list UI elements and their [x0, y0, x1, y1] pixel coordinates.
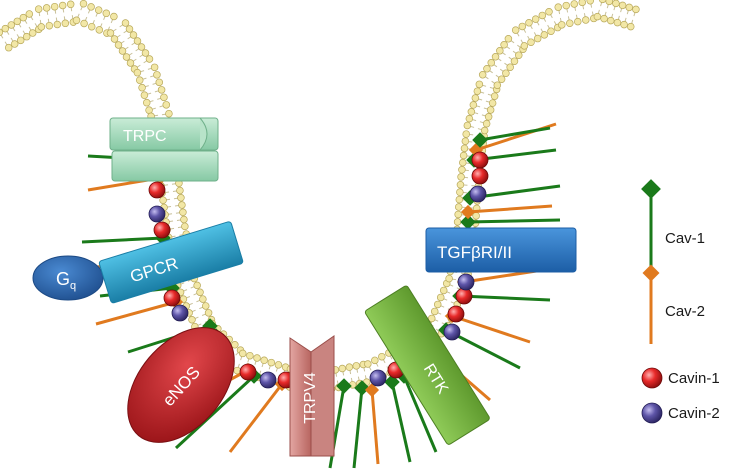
- cavin2-bead-8: [369, 369, 387, 387]
- cavin1-bead-5: [239, 363, 257, 381]
- cav1-oligomer-14: [384, 374, 412, 463]
- gq-protein: Gq: [32, 255, 104, 301]
- legend-cavin1: Cavin-1: [641, 367, 720, 389]
- cavin1-bead-3: [163, 289, 181, 307]
- cav1-oligomer-12: [352, 380, 370, 469]
- cavin-beads: [148, 151, 489, 389]
- trpv4-channel: TRPV4: [289, 335, 335, 457]
- legend-cavin2: Cavin-2: [641, 402, 720, 424]
- legend-cav2-label: Cav-2: [665, 303, 705, 320]
- tgfb-label: TGFβRI/II: [437, 243, 512, 262]
- cavin2-bead-11: [443, 323, 461, 341]
- cavin1-bead-2: [153, 221, 171, 239]
- tgfb-receptor: TGFβRI/II: [425, 227, 577, 273]
- enos-enzyme: eNOS: [127, 327, 235, 443]
- legend: Cav-1 Cav-2 Cavin-1 Cavin-2: [641, 179, 720, 424]
- trpc-channel: TRPC: [109, 117, 219, 182]
- cavin2-bead-1: [148, 205, 166, 223]
- rtk-receptor: RTK: [364, 285, 490, 445]
- legend-cav1-label: Cav-1: [665, 230, 705, 247]
- lipid-bilayer-membrane: [0, 0, 640, 393]
- cav1-oligomer-22: [460, 214, 561, 230]
- cavin1-bead-12: [447, 305, 465, 323]
- legend-cavin1-label: Cavin-1: [668, 370, 720, 387]
- cav1-oligomer-27: [472, 126, 551, 148]
- svg-text:Gq: Gq: [56, 269, 76, 292]
- legend-cav1: Cav-1: [641, 179, 705, 271]
- gpcr-receptor: GPCR: [98, 221, 244, 304]
- legend-cav2: Cav-2: [642, 264, 705, 344]
- cavin1-bead-17: [471, 151, 489, 169]
- cav2-oligomer-23: [460, 204, 553, 220]
- cavin2-bead-14: [457, 273, 475, 291]
- gq-subscript: q: [70, 280, 76, 292]
- trpv4-label: TRPV4: [302, 372, 319, 424]
- cavin1-bead-16: [471, 167, 489, 185]
- cav2-oligomer-13: [364, 382, 380, 465]
- gq-label: G: [56, 269, 70, 289]
- trpc-label: TRPC: [123, 128, 167, 145]
- cavin2-bead-4: [171, 304, 189, 322]
- cavin2-bead-6: [259, 371, 277, 389]
- legend-cavin2-label: Cavin-2: [668, 405, 720, 422]
- cavin2-bead-15: [469, 185, 487, 203]
- cavin1-bead-0: [148, 181, 166, 199]
- cavin1-bead-13: [455, 287, 473, 305]
